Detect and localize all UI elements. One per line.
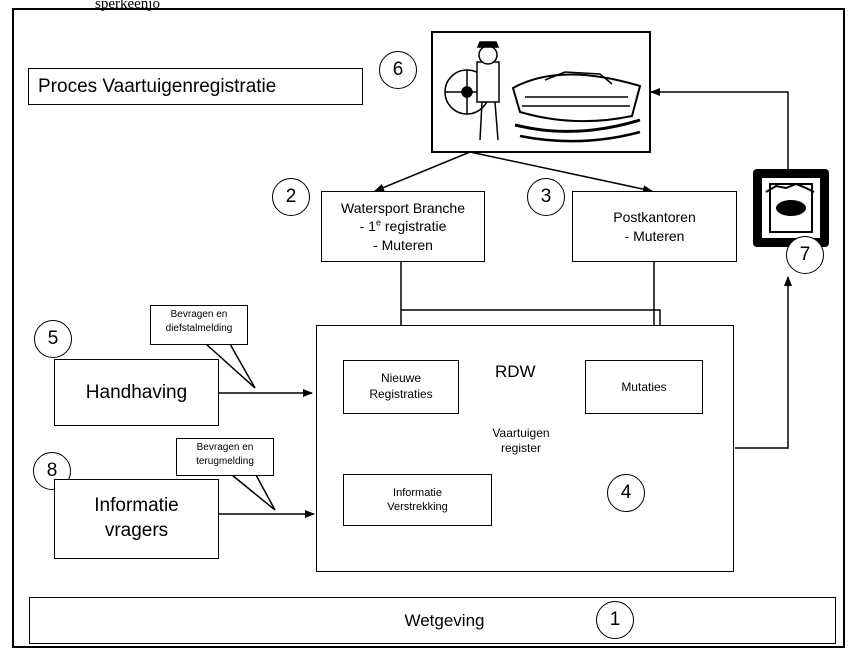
callout-pointer-handhaving — [205, 343, 256, 389]
callout-pointer-vragers — [231, 474, 276, 511]
handhaving-callout: Bevragen en diefstalmelding — [150, 305, 248, 345]
postkantoren-name: Postkantoren — [613, 209, 696, 226]
arrow-illustration-to-postkantoren — [469, 151, 653, 194]
informatie-verstrekking-box: Informatie Verstrekking — [343, 474, 492, 526]
mutaties-box: Mutaties — [585, 360, 703, 414]
number-badge-3: 3 — [527, 178, 565, 216]
title-box: Proces Vaartuigenregistratie — [28, 68, 363, 105]
number-badge-2: 2 — [272, 178, 310, 216]
postkantoren-muteren: - Muteren — [624, 227, 685, 244]
arrow-rdw-to-card — [735, 276, 792, 449]
captain-and-boat-illustration-icon — [431, 31, 651, 153]
wetgeving-box: Wetgeving — [29, 597, 836, 644]
postkantoren-box: Postkantoren - Muteren — [572, 191, 737, 262]
diagram-frame — [12, 8, 845, 648]
number-badge-4: 4 — [607, 474, 645, 512]
arrow-illustration-to-watersport — [374, 151, 471, 192]
informatie-vragers-box: Informatie vragers — [54, 479, 219, 559]
nieuwe-registraties-box: Nieuwe Registraties — [343, 360, 459, 414]
number-badge-7: 7 — [786, 236, 824, 274]
watersport-first-registration: - 1e registratie — [359, 217, 447, 235]
handhaving-box: Handhaving — [54, 359, 219, 426]
vaartuigen-register-label: Vaartuigen register — [492, 426, 550, 455]
card-reader-icon — [753, 169, 829, 247]
number-badge-1: 1 — [596, 601, 634, 639]
rdw-label: RDW — [495, 362, 536, 381]
informatie-vragers-callout: Bevragen en terugmelding — [176, 438, 274, 476]
arrow-rdw-to-illustration — [650, 88, 789, 203]
wetgeving-label: Wetgeving — [404, 610, 485, 630]
number-badge-6: 6 — [379, 51, 417, 89]
watersport-name: Watersport Branche — [341, 200, 465, 217]
watersport-branche-box: Watersport Branche - 1e registratie - Mu… — [321, 191, 485, 262]
number-badge-5: 5 — [34, 320, 72, 358]
watersport-muteren: - Muteren — [373, 236, 433, 253]
page-title: Proces Vaartuigenregistratie — [38, 75, 277, 97]
